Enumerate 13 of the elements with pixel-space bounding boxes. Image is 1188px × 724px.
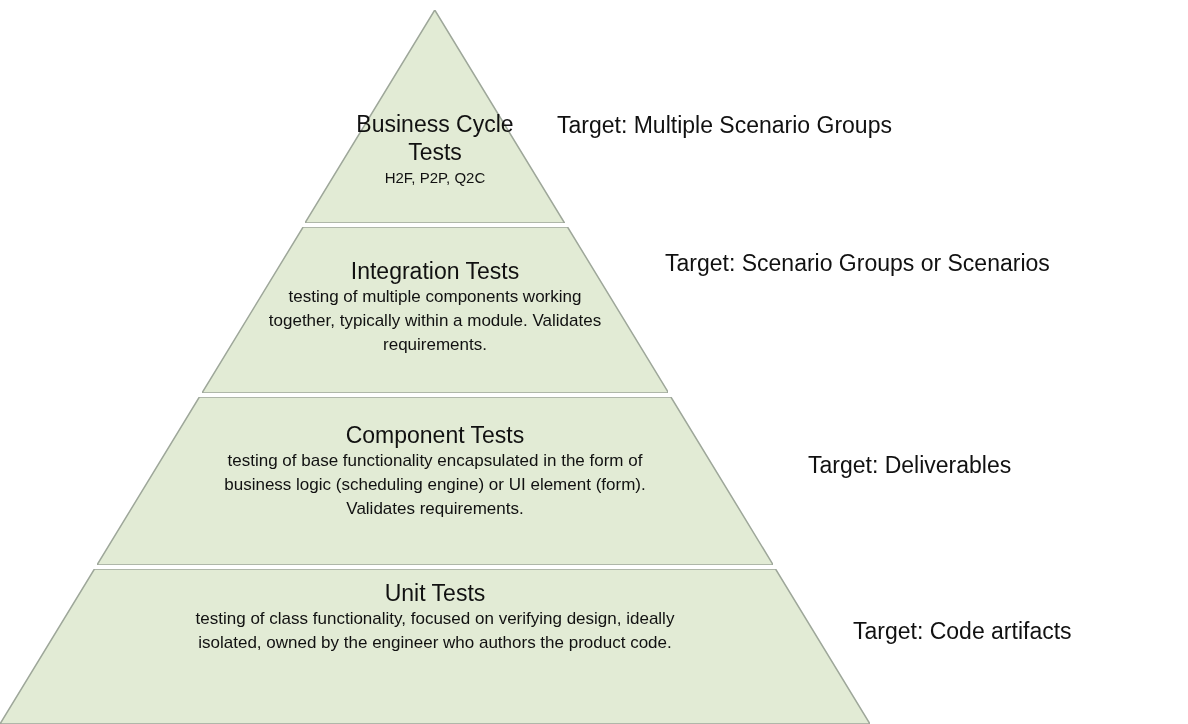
- target-label: Target: Deliverables: [808, 452, 1012, 479]
- layer-description: testing of class functionality, focused on verifying design, ideally isolated, owned by the engineer who authors the product code.: [194, 608, 676, 654]
- layer-title: Integration Tests: [349, 257, 521, 285]
- target-label: Target: Scenario Groups or Scenarios: [665, 250, 1050, 277]
- layer-description: testing of base functionality encapsulated in the form of business logic (scheduling engine) or UI element (form). Validates requirements.: [223, 450, 647, 520]
- layer-description: testing of multiple components working together, typically within a module. Validates requirements.: [267, 286, 603, 356]
- layer-title: Business Cycle Tests: [355, 110, 515, 166]
- pyramid-layer: [96, 397, 774, 565]
- layer-title: Unit Tests: [383, 579, 487, 607]
- layer-title: Component Tests: [344, 421, 526, 449]
- layer-description: H2F, P2P, Q2C: [383, 168, 487, 188]
- target-label: Target: Code artifacts: [853, 618, 1072, 645]
- target-label: Target: Multiple Scenario Groups: [557, 112, 892, 139]
